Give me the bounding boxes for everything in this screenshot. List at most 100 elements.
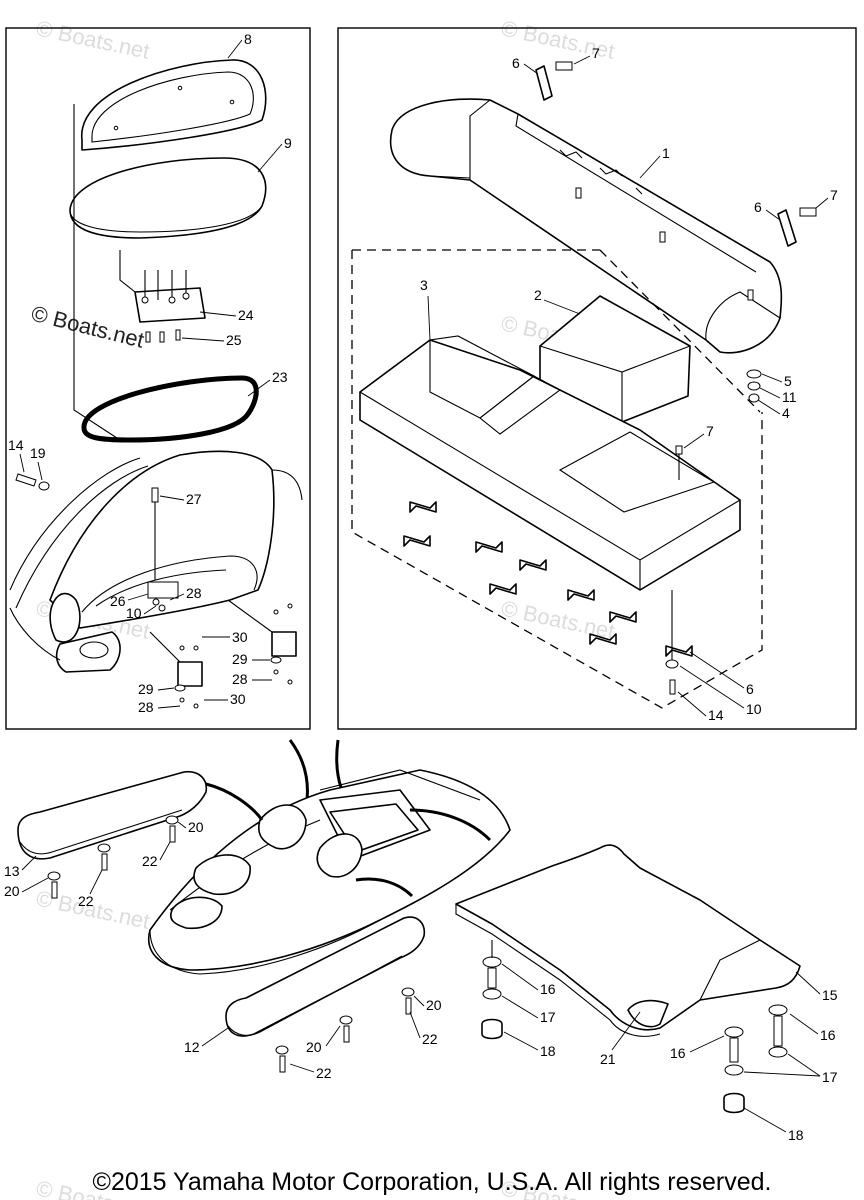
- part-1-top-edge: [515, 113, 757, 273]
- callout-30: 30: [232, 629, 248, 645]
- part-7-bolt: [555, 61, 573, 71]
- callout-29: 29: [138, 681, 154, 697]
- part-22-screw: [343, 1025, 350, 1043]
- callout-16: 16: [820, 1027, 836, 1043]
- leader-8: [227, 39, 243, 59]
- hatch-opening: [79, 641, 109, 659]
- part-17-stud: [773, 1015, 783, 1047]
- watermark-faint: © Boats.net: [34, 15, 152, 63]
- part-15-rear-cushion: [455, 844, 801, 1031]
- leader-18: [743, 1107, 787, 1133]
- callout-17: 17: [822, 1069, 838, 1085]
- callout-16: 16: [540, 981, 556, 997]
- callout-21: 21: [600, 1051, 616, 1067]
- callout-14: 14: [708, 707, 724, 723]
- leader-28: [169, 593, 185, 601]
- leader-27: [159, 495, 185, 501]
- hull-intake: [49, 592, 81, 643]
- callout-23: 23: [272, 369, 288, 385]
- part-5-washer: [746, 369, 762, 379]
- part-20-washer: [47, 871, 61, 881]
- leader-19: [37, 461, 43, 481]
- callout-29: 29: [232, 651, 248, 667]
- leader-22: [89, 869, 103, 895]
- hull-lower-line: [9, 607, 61, 661]
- callout-24: 24: [238, 307, 254, 323]
- part-7-screw: [675, 445, 683, 455]
- leader-2: [543, 299, 581, 315]
- leader-16: [689, 1035, 725, 1053]
- part-3-edges: [359, 391, 741, 590]
- bracket-leader: [119, 250, 136, 293]
- leader-13: [21, 855, 37, 871]
- leader-20: [325, 1025, 341, 1047]
- bolt: [182, 292, 190, 300]
- hull-right-edge: [271, 469, 303, 501]
- callout-7: 7: [830, 187, 838, 203]
- part-13-edge: [19, 809, 183, 855]
- leader-20: [413, 995, 425, 1007]
- part-25-screws: [145, 329, 181, 343]
- part-14-bolt: [15, 473, 37, 487]
- hull-edge-curve: [9, 457, 141, 591]
- boat-hull-keel-line: [149, 919, 381, 975]
- part-21-patch: [627, 999, 669, 1028]
- arrow-to-side-cushion: [355, 877, 414, 898]
- leader-1: [639, 155, 661, 179]
- callout-7: 7: [706, 423, 714, 439]
- embedded-inserts: [575, 187, 754, 301]
- part-4-nut: [748, 393, 760, 403]
- callout-28: 28: [232, 671, 248, 687]
- callout-20: 20: [426, 997, 442, 1013]
- callout-19: 19: [30, 445, 46, 461]
- leader-21: [611, 1011, 641, 1051]
- callout-6: 6: [746, 681, 754, 697]
- compartment-rim: [81, 555, 258, 613]
- callout-22: 22: [142, 853, 158, 869]
- callout-18: 18: [540, 1043, 556, 1059]
- callout-13: 13: [4, 863, 20, 879]
- boat-deck-rear: [319, 769, 481, 801]
- leader-22: [159, 841, 171, 861]
- callout-6: 6: [754, 199, 762, 215]
- leader-18: [503, 1031, 539, 1051]
- boat-seat-right: [316, 833, 363, 878]
- part-22-screw: [51, 881, 58, 899]
- copyright-footer: ©2015 Yamaha Motor Corporation, U.S.A. A…: [92, 1168, 772, 1196]
- callout-20: 20: [306, 1039, 322, 1055]
- bottom-section-parts: 20 22 13 20 22 12 20 22 20 22 16 17 18 2…: [4, 739, 838, 1143]
- part-27-screw: [151, 487, 159, 503]
- part-3-recess-1b: [479, 375, 562, 435]
- part-9-seat-edge: [69, 205, 263, 233]
- part-3-recess-2: [558, 431, 716, 513]
- callout-22: 22: [316, 1065, 332, 1081]
- leader-7: [573, 55, 591, 65]
- part-10-washer: [158, 604, 166, 612]
- leader-28: [157, 705, 181, 709]
- callout-18: 18: [788, 1127, 804, 1143]
- part-18-grommet: [723, 1092, 745, 1114]
- part-20-washer: [275, 1045, 289, 1055]
- left-panel-parts: 8 9 24 25 23 14 19 27 26 28 10 30 29 28 …: [8, 31, 303, 715]
- leader-22: [289, 1063, 315, 1073]
- part-16-mount-cap: [724, 1026, 744, 1038]
- part-10-washer: [152, 598, 160, 606]
- callout-20: 20: [188, 819, 204, 835]
- part-29-grommet: [174, 684, 186, 692]
- callout-30: 30: [230, 691, 246, 707]
- leader-23: [247, 379, 271, 397]
- callout-10: 10: [746, 701, 762, 717]
- part-20-washer: [339, 1015, 353, 1025]
- part-15-fold: [699, 939, 761, 1001]
- hull-hatch: [55, 631, 121, 673]
- part-18-grommet: [481, 1018, 503, 1040]
- seat-frame-line: [73, 104, 121, 441]
- leader-14: [677, 691, 707, 717]
- callout-7: 7: [592, 45, 600, 61]
- bolt: [168, 296, 176, 304]
- leader-9: [257, 143, 283, 173]
- callout-27: 27: [186, 491, 202, 507]
- part-17-base: [768, 1046, 788, 1058]
- part-6-bracket: [535, 65, 553, 101]
